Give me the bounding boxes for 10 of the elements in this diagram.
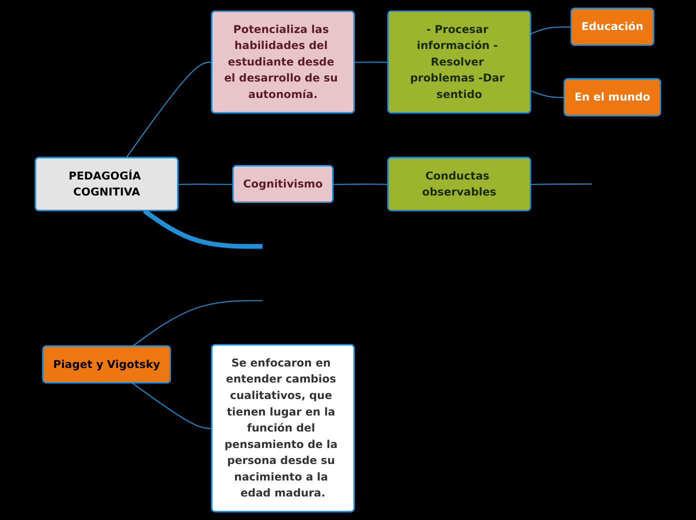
connector	[178, 184, 234, 185]
connector	[530, 90, 565, 98]
connector	[132, 382, 212, 429]
connector	[530, 26, 572, 34]
connector	[126, 62, 212, 158]
connector	[333, 184, 388, 185]
connector	[354, 62, 388, 63]
connector	[143, 208, 263, 249]
connector	[530, 184, 592, 185]
connector	[132, 300, 263, 347]
